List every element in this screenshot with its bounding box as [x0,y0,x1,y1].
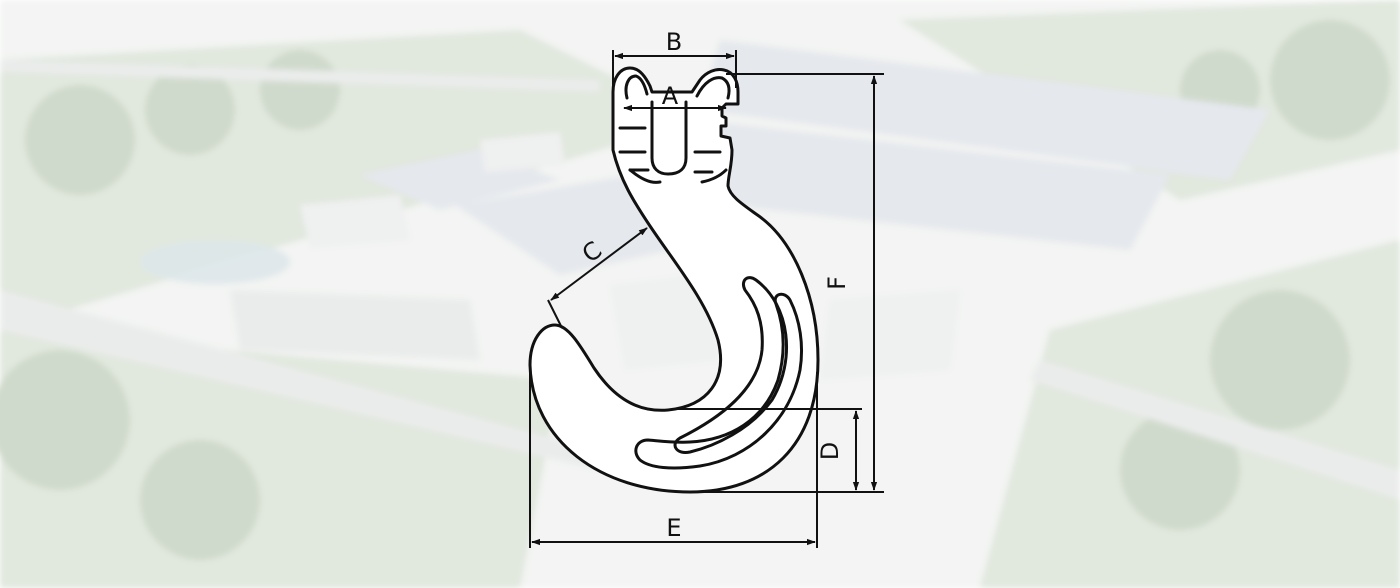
dim-c-line [550,227,648,301]
dim-label-f: F [823,276,851,290]
hook-neck-curve [700,168,728,184]
hook-ear-left [624,74,649,100]
hook-jaw-slot [650,100,688,176]
dim-label-d: D [816,442,844,460]
dimension-lines [529,50,884,548]
dim-label-e: E [666,514,681,542]
dim-c-ext [547,299,563,329]
hook-inner-slot-lower [634,292,804,470]
hook-drawing [528,66,820,494]
hook-eye-curve [628,168,662,184]
hook-ear-right [695,76,731,100]
dim-label-b: B [666,28,682,56]
hook-inner-slot-upper [673,276,788,454]
dim-label-a: A [662,82,679,110]
